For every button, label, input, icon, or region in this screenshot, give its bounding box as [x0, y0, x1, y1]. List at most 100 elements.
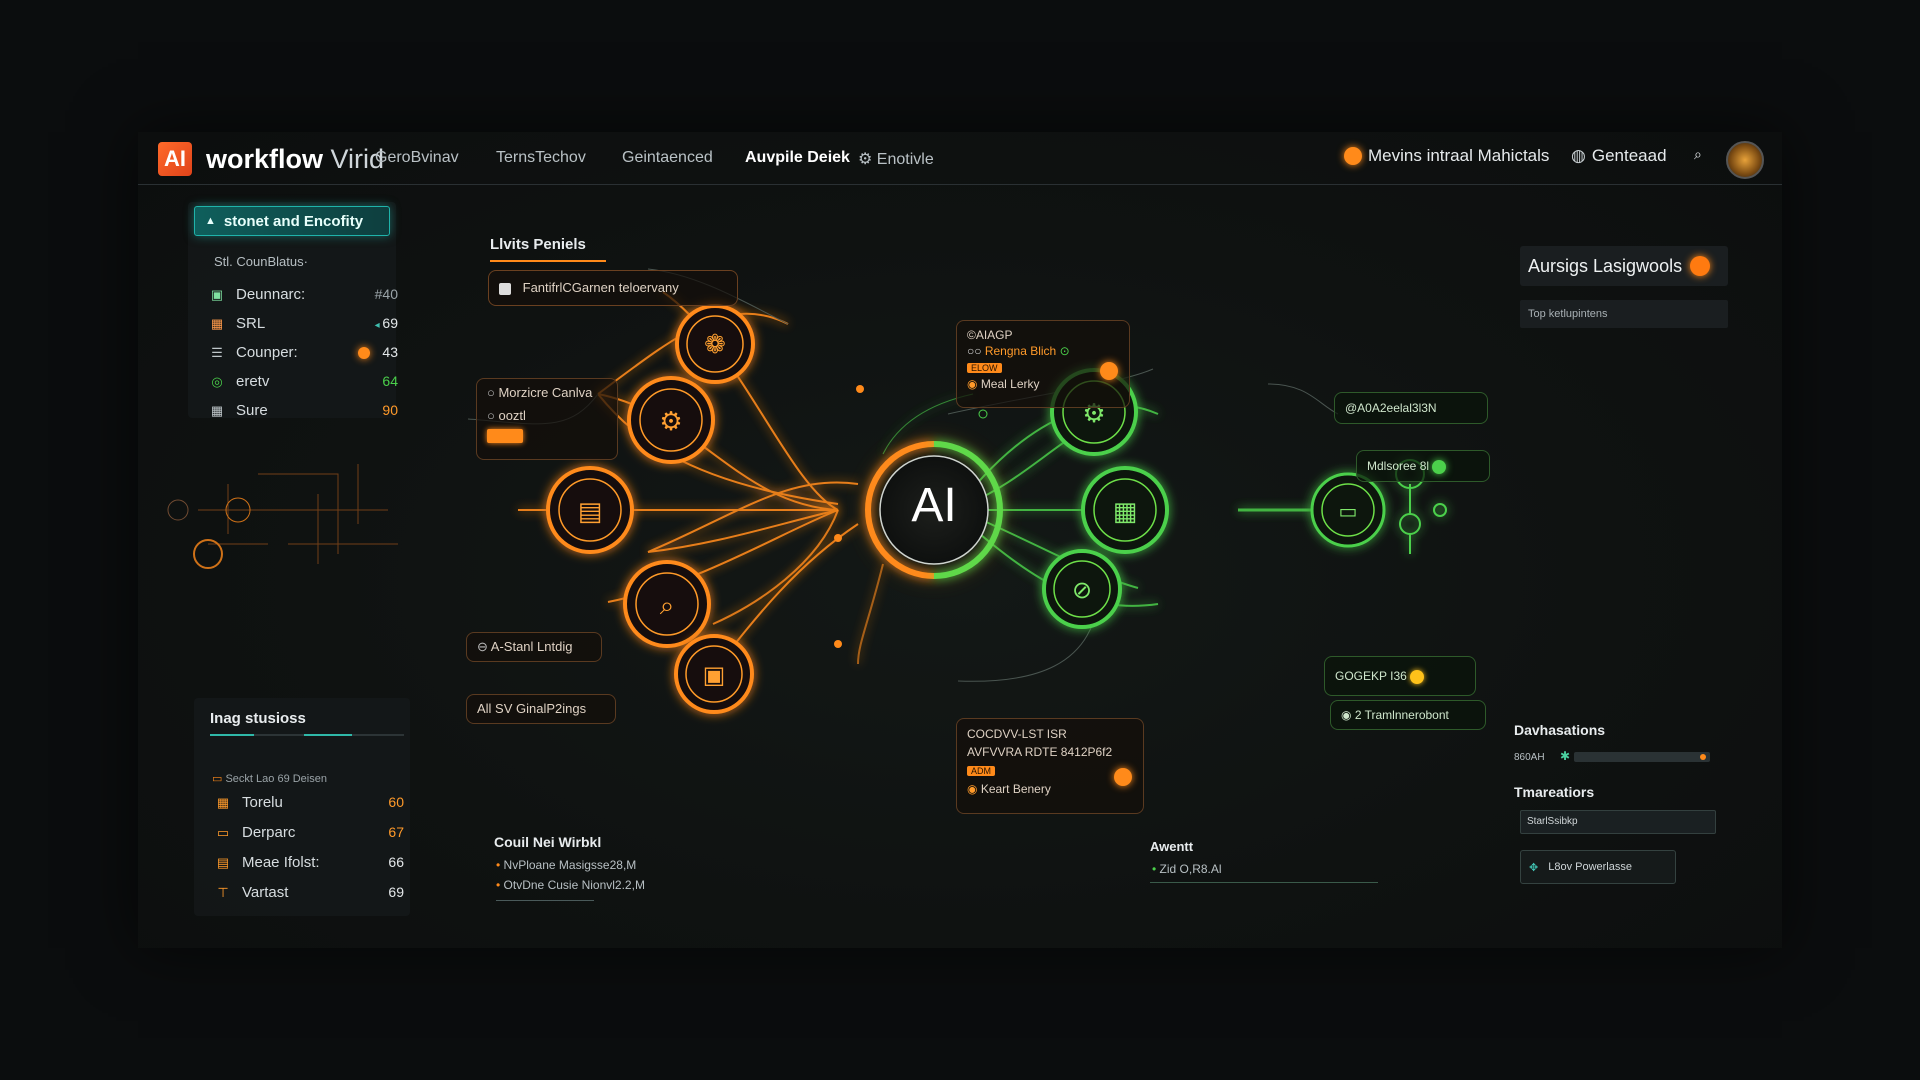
- right-badge[interactable]: Aursigs Lasigwools: [1520, 246, 1728, 286]
- folder-icon: ▭: [212, 773, 223, 785]
- ai-hub-label: AI: [911, 479, 957, 532]
- circuit-decoration-left: [167, 464, 398, 569]
- stats-subtitle: Stl. CounBlatus·: [214, 254, 308, 269]
- status-row[interactable]: ▦ Torelu 60: [214, 790, 404, 814]
- node-green-2[interactable]: ▦: [1081, 466, 1169, 554]
- label-green-4[interactable]: ◉ 2 Tramlnnerobont: [1330, 700, 1486, 730]
- nav-item[interactable]: GeroBvinav: [375, 149, 459, 166]
- card-top[interactable]: ©AIAGP ○○ Rengna Blich ⊙ ELOW ◉ Meal Ler…: [956, 320, 1130, 408]
- alert-icon: [1344, 147, 1362, 165]
- circle-icon: ◎: [211, 374, 223, 389]
- user-icon: ▲: [205, 215, 216, 227]
- stats-tab[interactable]: ▲ stonet and Encofity: [194, 206, 390, 236]
- status-dot: [1432, 459, 1447, 474]
- label-allsv[interactable]: All SV GinalP2ings: [466, 694, 616, 724]
- node-green-4[interactable]: ▭: [1310, 472, 1386, 548]
- status-tag: ELOW: [967, 363, 1002, 373]
- doc-icon: [499, 282, 511, 295]
- dav-sub: 860AH: [1514, 752, 1545, 763]
- nav-item[interactable]: Geintaenced: [622, 149, 713, 166]
- tag-icon: ⊤: [217, 885, 229, 900]
- status-row[interactable]: ▤ Meae Ifolst: 66: [214, 850, 404, 874]
- connector-dot: [856, 385, 864, 393]
- logo: AI: [158, 142, 192, 176]
- could-item: • NvPloane Masigsse28,M: [496, 858, 637, 872]
- awentt-title: Awentt: [1150, 839, 1194, 854]
- connector-dot: [834, 640, 842, 648]
- avatar[interactable]: [1726, 141, 1764, 179]
- could-title: Couil Nei Wirbkl: [494, 834, 602, 850]
- account-link[interactable]: ◍ Genteaad: [1571, 146, 1667, 165]
- card-bottom[interactable]: COCDVV-LST ISR AVFVVRA RDTE 8412P6f2 ADM…: [956, 718, 1144, 814]
- svg-text:▣: ▣: [703, 661, 726, 689]
- stats-row[interactable]: ◎ eretv 64: [208, 369, 398, 393]
- tmar-field[interactable]: StarlSsibkp: [1520, 810, 1716, 834]
- lists-field[interactable]: FantifrlCGarnen teloervany: [488, 270, 738, 306]
- card-bottom-toggle[interactable]: [1114, 768, 1132, 786]
- stats-row[interactable]: ☰ Counper: 43: [208, 340, 398, 364]
- list-icon: ☰: [211, 345, 223, 360]
- status-row[interactable]: ⊤ Vartast 69: [214, 880, 404, 904]
- svg-text:⊘: ⊘: [1072, 576, 1092, 604]
- label-astani[interactable]: ⊖ A-Stanl Lntdig: [466, 632, 602, 662]
- svg-text:⌕: ⌕: [660, 591, 675, 621]
- awentt-item: • Zid O,R8.Al: [1152, 862, 1222, 876]
- could-item: • OtvDne Cusie Nionvl2.2,M: [496, 878, 645, 892]
- node-orange-3[interactable]: ▤: [546, 466, 634, 554]
- status-panel-title: Inag stusioss: [210, 710, 306, 727]
- gear-icon: ⚙: [858, 151, 873, 168]
- lists-title: Llvits Peniels: [490, 236, 586, 253]
- awentt-underline: [1150, 882, 1378, 883]
- status-list: ▦ Torelu 60 ▭ Derparc 67 ▤ Meae Ifolst: …: [200, 790, 406, 910]
- svg-text:❁: ❁: [704, 330, 726, 360]
- power-button[interactable]: ✥ L8ov Powerlasse: [1520, 850, 1676, 884]
- node-green-3[interactable]: ⊘: [1042, 549, 1122, 629]
- nav-item[interactable]: ⚙ Enotivle: [858, 151, 934, 168]
- connector-dot: [834, 534, 842, 542]
- card-top-toggle[interactable]: [1100, 362, 1118, 380]
- svg-text:▭: ▭: [1339, 499, 1358, 523]
- brand-title: workflow Virid: [206, 144, 385, 174]
- node-orange-5[interactable]: ▣: [674, 634, 754, 714]
- circuit-icon: ✥: [1529, 861, 1539, 874]
- node-orange-2[interactable]: ⚙: [627, 376, 715, 464]
- nav-item[interactable]: TernsTechov: [496, 149, 586, 166]
- status-panel-subtitle: ▭ Seckt Lao 69 Deisen: [212, 773, 327, 785]
- folder-icon: ▭: [216, 825, 230, 840]
- tmar-title: Tmareatiors: [1514, 784, 1595, 800]
- alert-icon: [1690, 256, 1711, 276]
- right-search-field[interactable]: Top ketlupintens: [1520, 300, 1728, 328]
- chart-icon: ▣: [210, 287, 224, 302]
- grid-icon: ▦: [216, 795, 230, 810]
- node-orange-4[interactable]: ⌕: [623, 560, 711, 648]
- globe-icon: ◍: [1571, 146, 1586, 165]
- label-green-3[interactable]: GOGEKP I36: [1324, 656, 1476, 696]
- stats-row[interactable]: ▣ Deunnarc: #40: [208, 282, 398, 306]
- app-window: AI workflow Virid GeroBvinav TernsTechov…: [138, 132, 1782, 948]
- card-icon: ▤: [216, 855, 230, 870]
- stats-row[interactable]: ▦ Sure 90: [208, 398, 398, 422]
- top-bar: AI workflow Virid GeroBvinav TernsTechov…: [138, 132, 1782, 185]
- label-green-1[interactable]: @A0A2eelal3l3N: [1334, 392, 1488, 424]
- stats-panel: [188, 202, 396, 418]
- connector-dot: [978, 409, 988, 419]
- label-green-2[interactable]: Mdlsoree 8l: [1356, 450, 1490, 482]
- status-row[interactable]: ▭ Derparc 67: [214, 820, 404, 844]
- stats-list: ▣ Deunnarc: #40 ▦ SRL ◂ 69 ☰ Counper: 43…: [194, 282, 400, 422]
- nav-item-active[interactable]: Auvpile Deiek: [745, 149, 850, 166]
- status-tag: ADM: [967, 766, 995, 776]
- workflow-graph: ❁ ⚙ ▤ ⌕ ▣: [167, 268, 1447, 714]
- ai-hub-node[interactable]: [865, 441, 1003, 579]
- dav-slider[interactable]: ✱: [1560, 749, 1710, 763]
- node-orange-1[interactable]: ❁: [675, 304, 755, 384]
- svg-text:⚙: ⚙: [659, 407, 682, 437]
- svg-text:▦: ▦: [1113, 497, 1138, 527]
- battery-icon: [487, 429, 523, 443]
- stats-row[interactable]: ▦ SRL ◂ 69: [208, 311, 398, 335]
- could-underline: [496, 900, 594, 901]
- search-icon[interactable]: ⌕: [1694, 146, 1702, 162]
- grid-icon: ▦: [210, 316, 224, 331]
- label-morzicre[interactable]: ○ Morzicre Canlva ○ ooztl: [476, 378, 618, 460]
- notifications-link[interactable]: Mevins intraal Mahictals: [1344, 146, 1549, 166]
- svg-text:▤: ▤: [578, 497, 603, 527]
